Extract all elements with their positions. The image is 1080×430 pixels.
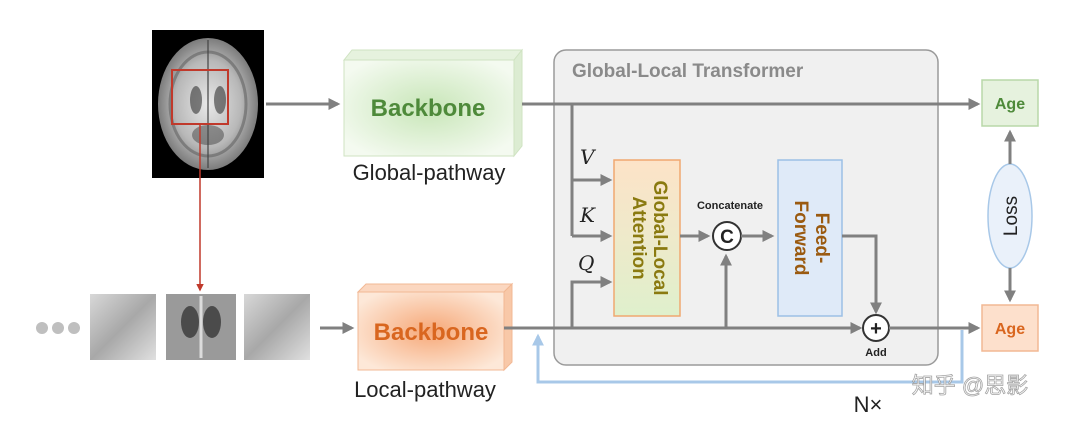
feedforward-output-arrow <box>842 234 882 315</box>
global-backbone: Backbone <box>342 48 524 158</box>
brain-mri-image <box>152 30 264 178</box>
local-age-box <box>981 304 1039 352</box>
q-input-arrow <box>570 276 613 328</box>
add-symbol: + <box>870 318 882 340</box>
transformer-title: Global-Local Transformer <box>572 61 804 82</box>
local-pathway-caption: Local-pathway <box>354 377 496 402</box>
local-backbone: Backbone <box>356 282 514 372</box>
global-age-label: Age <box>995 96 1025 113</box>
attention-label-line1: Global-Local <box>649 180 670 295</box>
v-label: V <box>580 145 597 169</box>
k-label: K <box>579 203 596 227</box>
global-age-box <box>981 79 1039 127</box>
watermark: 知乎 @思影 <box>912 373 1028 398</box>
global-local-attention-block <box>613 159 681 317</box>
feedforward-label-line1: Feed- <box>811 213 832 264</box>
repeat-loop-arrow <box>532 330 964 384</box>
global-pathway-caption: Global-pathway <box>353 160 506 185</box>
loss-label: Loss <box>1001 196 1022 236</box>
concatenate-symbol: C <box>720 227 734 248</box>
add-label: Add <box>865 347 886 359</box>
local-age-label: Age <box>995 321 1025 338</box>
repeat-label: N× <box>854 392 883 417</box>
attention-label-line2: Attention <box>628 196 649 279</box>
feedforward-label-line2: Forward <box>790 201 811 276</box>
local-patch-1 <box>90 294 156 360</box>
local-backbone-label: Backbone <box>374 319 489 346</box>
concatenate-label: Concatenate <box>697 200 763 212</box>
local-patch-3 <box>244 294 310 360</box>
global-backbone-label: Backbone <box>371 95 486 122</box>
ellipsis-dots <box>36 322 80 334</box>
feed-forward-block <box>777 159 843 317</box>
q-label: Q <box>578 251 594 275</box>
local-patch-2 <box>166 294 236 360</box>
